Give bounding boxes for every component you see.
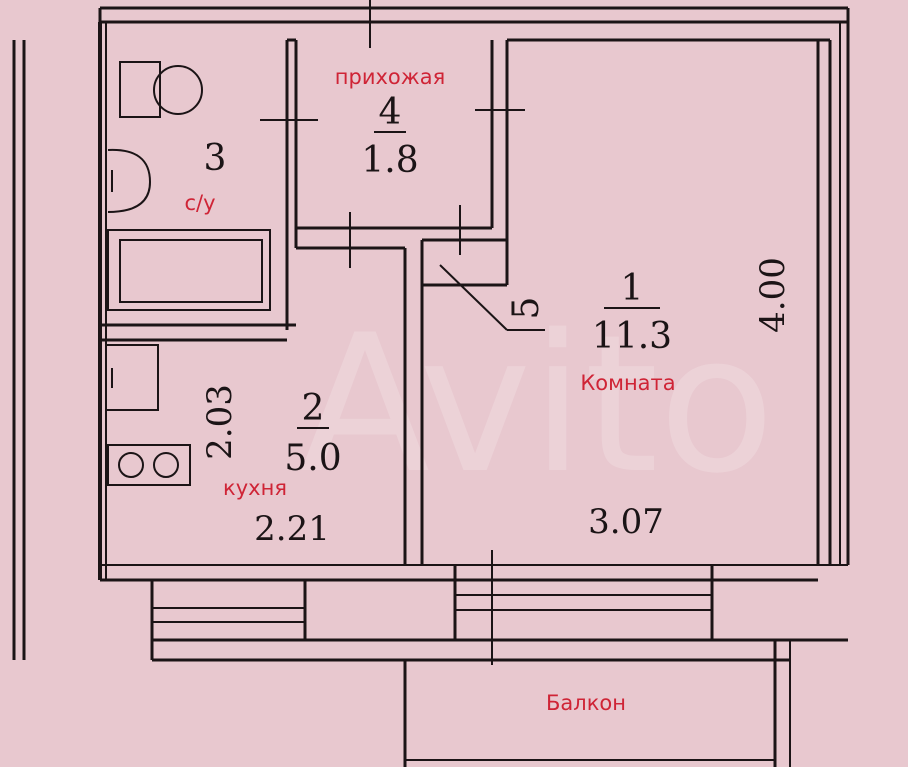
room-area: 11.3 xyxy=(592,316,672,357)
room-name: Комната xyxy=(580,371,675,395)
kitchen-depth: 2.03 xyxy=(200,384,240,460)
kitchen-sink-icon xyxy=(105,344,159,411)
watermark: Avito xyxy=(300,294,775,515)
hallway-bottom-wall xyxy=(296,205,507,268)
room-depth: 4.00 xyxy=(753,257,793,333)
svg-text:Avito: Avito xyxy=(300,294,775,515)
room-number: 1 xyxy=(621,268,644,309)
top-wall xyxy=(98,0,848,48)
bathroom-bottom-wall xyxy=(100,323,296,342)
closet-number: 5 xyxy=(506,297,547,320)
stove-icon xyxy=(107,444,191,486)
bathroom-hallway-partition xyxy=(260,38,318,330)
bottom-wall xyxy=(100,550,848,665)
left-wall xyxy=(98,22,107,580)
hallway-room-partition xyxy=(475,40,525,285)
right-wall xyxy=(816,8,850,565)
kitchen-area: 5.0 xyxy=(284,438,341,479)
sink-icon xyxy=(107,148,152,213)
toilet-icon xyxy=(119,61,203,118)
balcony-name: Балкон xyxy=(546,691,626,715)
left-building-edge xyxy=(12,40,26,660)
kitchen-number: 2 xyxy=(302,388,325,429)
bathtub-icon xyxy=(107,229,271,311)
bathroom-name: с/у xyxy=(184,191,215,215)
hallway-area: 1.8 xyxy=(361,140,418,181)
closet-walls xyxy=(420,240,545,331)
kitchen-room-partition xyxy=(403,248,424,565)
bathroom-number: 3 xyxy=(204,138,227,179)
kitchen-width: 2.21 xyxy=(254,509,330,549)
hallway-name: прихожая xyxy=(335,65,445,89)
hallway-number: 4 xyxy=(379,92,402,133)
balcony-outline xyxy=(150,640,791,767)
room-width: 3.07 xyxy=(588,502,664,542)
kitchen-name: кухня xyxy=(223,476,287,500)
